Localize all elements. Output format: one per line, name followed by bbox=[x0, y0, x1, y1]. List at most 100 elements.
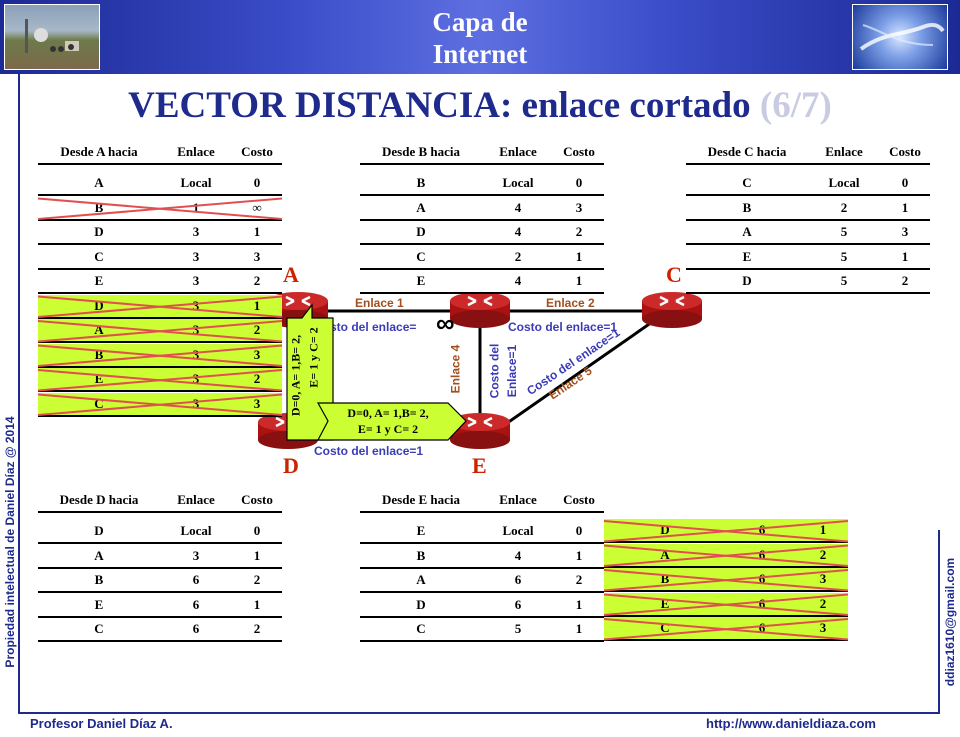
table-cell: 1 bbox=[253, 547, 261, 563]
table-d-header: Desde D hacia Enlace Costo bbox=[38, 486, 282, 513]
table-cell: D bbox=[94, 523, 104, 538]
table-cell: 1 bbox=[575, 273, 583, 288]
table-a-header-cell: Desde A hacia bbox=[60, 144, 138, 159]
link-1-label: Enlace 1 bbox=[355, 296, 404, 310]
table-e-header-cell: Enlace bbox=[499, 492, 537, 507]
table-cell: B bbox=[742, 199, 752, 215]
table-b-header-cell: Desde B hacia bbox=[382, 144, 460, 159]
table-row: A 3 1 bbox=[38, 544, 282, 569]
table-cell: 3 bbox=[192, 273, 200, 288]
table-cell: B bbox=[94, 572, 104, 587]
table-cell: E bbox=[94, 273, 104, 288]
callout-horizontal-line1: D=0, A= 1,B= 2, bbox=[347, 406, 429, 420]
table-row: E 4 1 bbox=[360, 270, 604, 294]
table-cell: 6 bbox=[758, 595, 766, 611]
crossout-a-received bbox=[37, 344, 283, 367]
table-cell: 6 bbox=[758, 546, 766, 562]
table-d-header-cell: Desde D hacia bbox=[59, 492, 139, 507]
table-d-header-cell: Costo bbox=[241, 492, 273, 507]
table-cell: C bbox=[94, 621, 104, 636]
table-cell: Local bbox=[180, 175, 212, 190]
table-cell: 0 bbox=[575, 175, 583, 190]
table-cell: 3 bbox=[192, 297, 200, 313]
table-cell: 1 bbox=[575, 248, 583, 264]
table-cell: B bbox=[416, 175, 426, 190]
table-cell: A bbox=[660, 546, 670, 562]
table-cell: E bbox=[416, 273, 426, 288]
node-label-c: C bbox=[666, 262, 682, 287]
table-cell: A bbox=[94, 547, 104, 563]
table-cell: 3 bbox=[253, 395, 261, 411]
table-cell: 3 bbox=[192, 371, 200, 386]
footer-website[interactable]: http://www.danieldiaza.com bbox=[706, 716, 876, 731]
table-row: B 2 1 bbox=[686, 196, 930, 221]
table-cell: 2 bbox=[840, 199, 848, 215]
table-e-header-cell: Desde E hacia bbox=[382, 492, 460, 507]
table-cell: B bbox=[660, 571, 670, 586]
table-cell: 4 bbox=[514, 199, 522, 215]
table-cell: D bbox=[416, 596, 426, 612]
table-cell: 1 bbox=[192, 199, 200, 215]
table-cell: 4 bbox=[514, 547, 522, 563]
page-title-main: VECTOR DISTANCIA: enlace cortado bbox=[128, 85, 751, 126]
digital-hand-image bbox=[852, 4, 948, 70]
node-label-a: A bbox=[283, 262, 299, 287]
table-d-header-cell: Enlace bbox=[177, 492, 215, 507]
table-cell: 1 bbox=[575, 547, 583, 563]
router-e-icon[interactable] bbox=[448, 410, 512, 450]
header-banner bbox=[0, 0, 960, 74]
table-cell: 3 bbox=[192, 547, 200, 563]
table-cell: D bbox=[94, 224, 104, 239]
table-cell: 2 bbox=[253, 621, 261, 636]
table-cell: 6 bbox=[514, 596, 522, 612]
footer-author: Profesor Daniel Díaz A. bbox=[30, 716, 173, 731]
table-b-header-cell: Enlace bbox=[499, 144, 537, 159]
table-cell: 2 bbox=[575, 572, 583, 587]
table-cell: 4 bbox=[514, 273, 522, 288]
table-cell: Local bbox=[828, 175, 860, 190]
field-photo bbox=[4, 4, 100, 70]
table-cell: 3 bbox=[192, 224, 200, 239]
link-6-cost: Costo del enlace=1 bbox=[314, 444, 424, 458]
callout-horizontal-shape bbox=[316, 402, 467, 441]
crossout-a-received bbox=[37, 393, 283, 416]
node-label-d: D bbox=[283, 453, 299, 478]
table-cell: 2 bbox=[253, 322, 261, 337]
table-cell: D bbox=[94, 297, 104, 313]
table-cell: 1 bbox=[253, 596, 261, 612]
crossout-e-received bbox=[603, 569, 849, 592]
table-cell: 6 bbox=[514, 572, 522, 587]
table-cell: C bbox=[416, 248, 426, 264]
table-cell: D bbox=[742, 273, 752, 288]
table-cell: 5 bbox=[840, 224, 848, 239]
table-cell: 4 bbox=[514, 224, 522, 239]
frame-bottom-line bbox=[18, 712, 938, 714]
router-b-icon[interactable] bbox=[448, 289, 512, 329]
table-cell: 3 bbox=[192, 346, 200, 362]
crossout-a-received bbox=[37, 320, 283, 343]
table-a-header-cell: Enlace bbox=[177, 144, 215, 159]
table-cell: 1 bbox=[901, 199, 909, 215]
table-cell: 6 bbox=[758, 620, 766, 635]
page-title: VECTOR DISTANCIA: enlace cortado (6/7) bbox=[0, 84, 960, 127]
table-b-header-cell: Costo bbox=[563, 144, 595, 159]
table-cell: 6 bbox=[192, 621, 200, 636]
router-c-icon[interactable] bbox=[640, 289, 704, 329]
table-cell: 2 bbox=[253, 572, 261, 587]
frame-left-line bbox=[18, 74, 20, 714]
